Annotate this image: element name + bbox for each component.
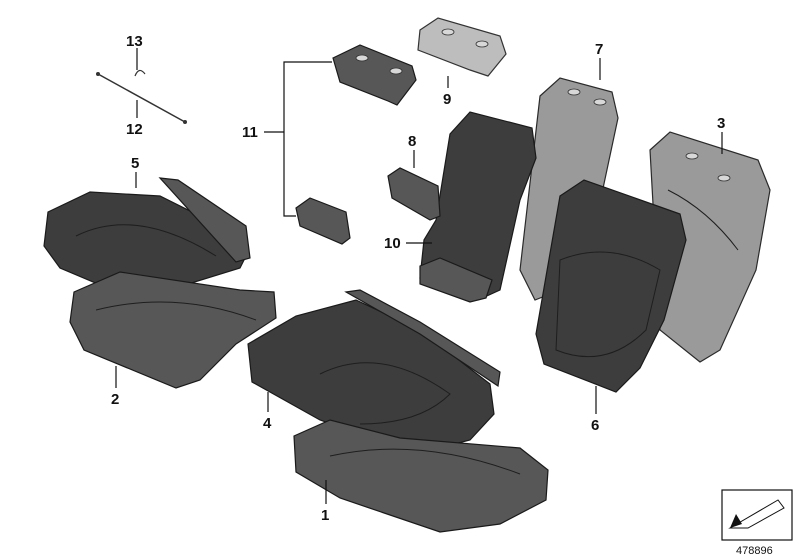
reference-number: 478896 [736,545,773,557]
part-3-backrest-frame-right [649,131,771,363]
callout-3: 3 [717,115,725,132]
callout-4: 4 [263,415,272,432]
callout-8: 8 [408,133,416,150]
part-4-seat-upholstery-right [247,289,501,455]
part-1-seat-cushion-cover-right [293,419,549,533]
callout-5: 5 [131,155,139,172]
callout-10: 10 [384,235,401,252]
part-12-retaining-wire [96,72,187,124]
callout-11: 11 [242,124,258,141]
callout-6: 6 [591,417,599,434]
callout-13: 13 [126,33,143,50]
callout-1: 1 [321,507,329,524]
callout-2: 2 [111,391,119,408]
part-13-spring-clip [134,69,146,77]
callout-9: 9 [443,91,451,108]
part-10-center-backrest [419,111,537,303]
part-5-seat-upholstery-left [43,177,251,307]
reference-box: 478896 [721,489,793,557]
part-2-seat-cushion-cover-left [69,271,277,389]
part-11-trim-lower [295,197,351,245]
callout-7: 7 [595,41,603,58]
callout-12: 12 [126,121,143,138]
leader-lines [115,48,723,504]
part-11-headrest-upper [332,44,417,106]
part-6-backrest-upholstery [535,179,687,393]
view-direction-icon [728,499,785,529]
callout-labels: 13 12 5 2 4 1 6 3 7 9 8 10 11 [111,33,725,524]
part-9-headrest-cover [417,17,507,77]
part-8-trim-cover [387,167,441,221]
